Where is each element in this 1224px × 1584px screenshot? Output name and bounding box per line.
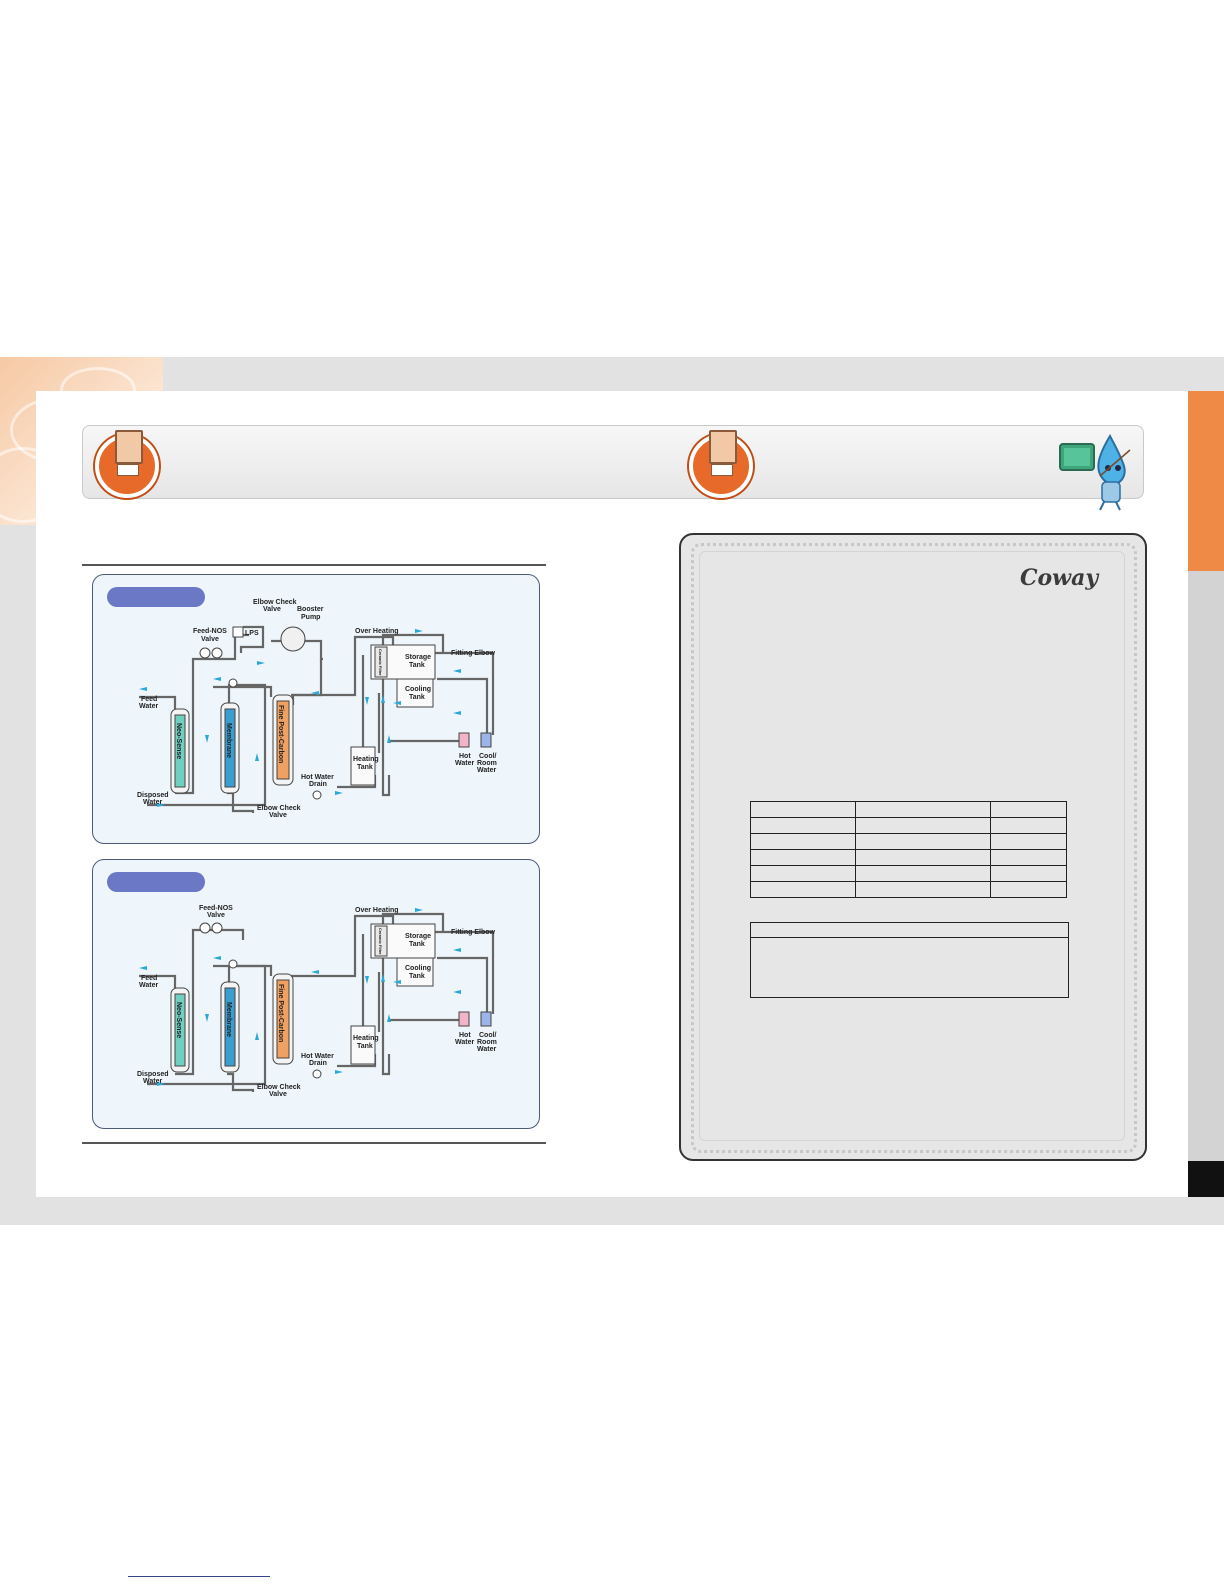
label: Valve xyxy=(207,912,225,919)
label: Valve xyxy=(201,636,219,643)
label: Heating xyxy=(353,756,379,763)
label: Hot xyxy=(459,753,471,760)
label: Pump xyxy=(301,614,320,621)
label: Hot Water xyxy=(301,1053,334,1060)
filter-label: Membrane xyxy=(225,1002,232,1037)
label: Hot Water xyxy=(301,774,334,781)
table-row xyxy=(750,865,1067,882)
water-dispenser-icon xyxy=(95,430,159,498)
label: Elbow Check xyxy=(253,599,297,606)
section-tab[interactable] xyxy=(1188,571,1224,1161)
flow-diagram-svg: Elbow Check Valve Booster Pump LPS Feed-… xyxy=(137,599,497,819)
table-row xyxy=(750,833,1067,850)
label: Room xyxy=(477,1039,497,1046)
label: Tank xyxy=(357,1043,373,1050)
label: Water xyxy=(477,767,496,774)
label: Storage xyxy=(405,933,431,940)
label: Fitting Elbow xyxy=(451,650,495,657)
label: Valve xyxy=(263,606,281,613)
label: Water xyxy=(139,982,158,989)
note-box xyxy=(750,922,1069,998)
label: Tank xyxy=(409,941,425,948)
diagram-title-pill xyxy=(107,587,205,607)
label: Water xyxy=(455,1039,474,1046)
label: Booster xyxy=(297,606,324,613)
filter-label: Ceramic Filter xyxy=(378,928,383,955)
label: Disposed xyxy=(137,1071,169,1078)
note-box-header xyxy=(751,923,1068,938)
label: Cool/ xyxy=(479,753,497,760)
label: Feed xyxy=(141,696,157,703)
table-row xyxy=(750,817,1067,834)
label: Tank xyxy=(409,694,425,701)
section-tab-active[interactable] xyxy=(1188,391,1224,571)
label: Heating xyxy=(353,1035,379,1042)
label: Feed xyxy=(141,975,157,982)
diagram-title-pill xyxy=(107,872,205,892)
flow-diagram-without-pump: Feed-NOS Valve Over Heating Fitting Elbo… xyxy=(92,859,540,1129)
filter-label: Fine Post-Carbon xyxy=(277,705,284,763)
filter-label: Membrane xyxy=(225,723,232,758)
label: Storage xyxy=(405,654,431,661)
filter-label: Neo-Sense xyxy=(175,723,182,759)
flow-diagram-with-pump: Elbow Check Valve Booster Pump LPS Feed-… xyxy=(92,574,540,844)
label: Hot xyxy=(459,1032,471,1039)
label: Water xyxy=(477,1046,496,1053)
label: Valve xyxy=(269,812,287,819)
label: Tank xyxy=(409,662,425,669)
label: Water xyxy=(143,799,162,806)
filter-label: Fine Post-Carbon xyxy=(277,984,284,1042)
mascot-icon xyxy=(1059,433,1131,511)
filter-label: Neo-Sense xyxy=(175,1002,182,1038)
section-rule-top xyxy=(82,564,546,566)
label: Tank xyxy=(409,973,425,980)
label: Feed-NOS xyxy=(199,905,233,912)
ornamental-border-inner xyxy=(699,551,1125,1141)
label: Cool/ xyxy=(479,1032,497,1039)
label: Fitting Elbow xyxy=(451,929,495,936)
flow-diagram-svg: Feed-NOS Valve Over Heating Fitting Elbo… xyxy=(137,905,497,1098)
label: Drain xyxy=(309,1060,327,1067)
filter-label: Ceramic Filter xyxy=(378,649,383,676)
label: Over Heating xyxy=(355,907,399,914)
brand-logo: Coway xyxy=(1020,565,1099,591)
label: Cooling xyxy=(405,686,431,693)
label: Over Heating xyxy=(355,628,399,635)
ornamental-border xyxy=(691,543,1137,1153)
label: Water xyxy=(143,1078,162,1085)
header-bar xyxy=(82,425,1144,499)
label: Room xyxy=(477,760,497,767)
table-row xyxy=(750,849,1067,866)
label: Cooling xyxy=(405,965,431,972)
table-row xyxy=(750,881,1067,898)
label: Elbow Check xyxy=(257,805,301,812)
label: Valve xyxy=(269,1091,287,1098)
label: Drain xyxy=(309,781,327,788)
label: Elbow Check xyxy=(257,1084,301,1091)
label: Disposed xyxy=(137,792,169,799)
page-number-tab xyxy=(1188,1161,1224,1197)
footer-link-line xyxy=(128,1576,270,1577)
section-rule-bottom xyxy=(82,1142,546,1144)
label: Tank xyxy=(357,764,373,771)
label: Water xyxy=(455,760,474,767)
label: Feed-NOS xyxy=(193,628,227,635)
table-row xyxy=(750,801,1067,818)
label: LPS xyxy=(245,630,259,637)
water-dispenser-icon xyxy=(689,430,753,498)
spec-table xyxy=(750,801,1067,898)
label: Water xyxy=(139,703,158,710)
